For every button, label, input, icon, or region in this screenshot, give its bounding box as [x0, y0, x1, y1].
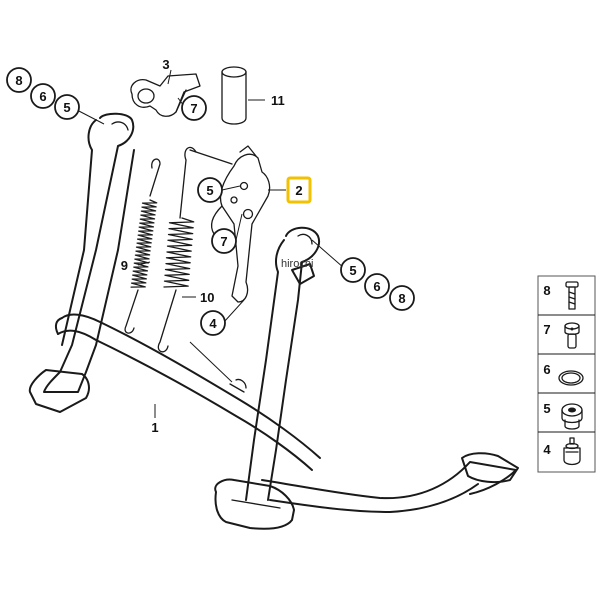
svg-text:8: 8 [398, 291, 405, 306]
callout-8-right[interactable]: 8 [389, 285, 415, 311]
stopper-icon [563, 437, 581, 466]
tube-part-11 [221, 66, 247, 125]
svg-text:6: 6 [39, 89, 46, 104]
callout-9[interactable]: 9 [121, 258, 128, 273]
ring-icon [558, 370, 584, 386]
legend-row-6[interactable]: 6 [543, 362, 584, 386]
callout-6-right[interactable]: 6 [364, 273, 390, 299]
callout-7-plate[interactable]: 7 [211, 228, 237, 254]
callout-5-right[interactable]: 5 [340, 257, 366, 283]
callout-1[interactable]: 1 [151, 420, 158, 435]
callout-11[interactable]: 11 [271, 93, 285, 108]
callout-5-top[interactable]: 5 [54, 94, 80, 120]
bushing-icon [561, 403, 583, 430]
svg-text:7: 7 [543, 322, 550, 337]
callout-7-bracket[interactable]: 7 [181, 95, 207, 121]
svg-text:4: 4 [543, 442, 551, 457]
svg-text:5: 5 [349, 263, 356, 278]
spring-part-9 [124, 158, 161, 334]
svg-text:7: 7 [190, 101, 197, 116]
callout-8-top[interactable]: 8 [6, 67, 32, 93]
callout-5-plate[interactable]: 5 [197, 177, 223, 203]
svg-text:5: 5 [206, 183, 213, 198]
svg-text:5: 5 [63, 100, 70, 115]
svg-text:6: 6 [543, 362, 550, 377]
callout-10[interactable]: 10 [200, 290, 214, 305]
parts-legend: 8 7 6 5 [537, 275, 596, 473]
legend-row-4[interactable]: 4 [543, 437, 581, 466]
leader-lines [74, 69, 345, 418]
legend-row-5[interactable]: 5 [543, 401, 583, 430]
pin-icon [564, 322, 580, 349]
callout-4[interactable]: 4 [200, 310, 226, 336]
highlight-box [286, 176, 312, 204]
svg-text:6: 6 [373, 279, 380, 294]
bracket-part-3 [130, 73, 201, 117]
svg-text:2: 2 [295, 183, 302, 198]
svg-text:4: 4 [209, 316, 217, 331]
callout-2-highlighted[interactable]: 2 [286, 176, 312, 204]
svg-text:8: 8 [15, 73, 22, 88]
plate-part-2 [210, 145, 271, 303]
watermark-text: hirochi [281, 258, 313, 270]
legend-row-7[interactable]: 7 [543, 322, 580, 349]
svg-text:8: 8 [543, 283, 550, 298]
callout-6-top[interactable]: 6 [30, 83, 56, 109]
svg-text:5: 5 [543, 401, 550, 416]
callout-3[interactable]: 3 [162, 57, 169, 72]
legend-row-8[interactable]: 8 [543, 281, 579, 310]
svg-text:7: 7 [220, 234, 227, 249]
bolt-icon [565, 281, 579, 310]
main-stand [28, 112, 519, 530]
spring-part-10 [157, 146, 233, 353]
